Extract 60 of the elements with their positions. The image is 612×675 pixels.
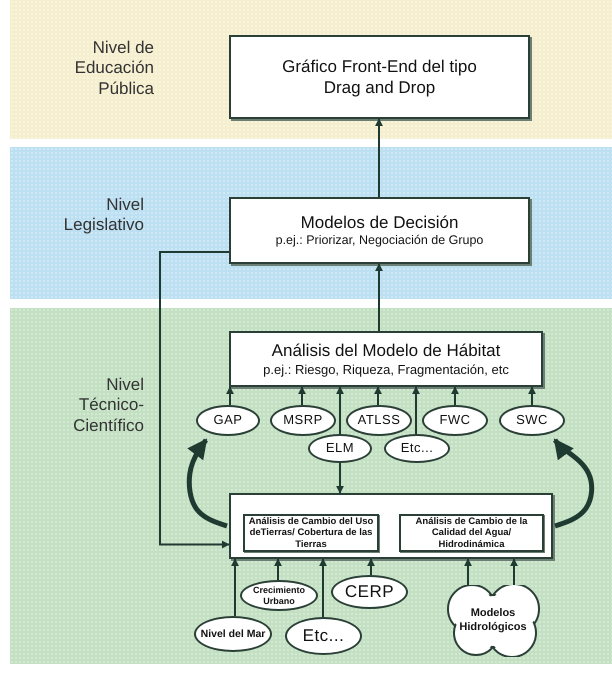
ellipse-label: FWC <box>439 413 471 428</box>
arrow <box>412 386 420 434</box>
curved-arrow <box>553 438 594 528</box>
box-subtitle: p.ej.: Riesgo, Riqueza, Fragmentación, etc <box>263 362 509 378</box>
ellipse-label: Etc... <box>400 441 434 456</box>
level-band <box>10 308 612 664</box>
ellipse-label: Crecimiento Urbano <box>252 585 306 606</box>
arrow <box>375 263 383 331</box>
arrow <box>298 386 306 405</box>
arrow <box>451 386 459 405</box>
process-box <box>399 514 544 552</box>
model-ellipse <box>422 405 488 436</box>
ellipse-label: ATLSS <box>358 413 400 428</box>
process-box <box>229 197 530 264</box>
model-ellipse <box>346 405 412 436</box>
ellipse-label: MSRP <box>283 413 323 428</box>
box-title: Análisis del Modelo de Hábitat <box>272 340 500 362</box>
ellipse-label: GAP <box>214 413 242 428</box>
arrow <box>464 558 472 585</box>
level-label: Nivel Legislativo <box>62 195 144 236</box>
curved-arrow <box>186 438 228 528</box>
arrow <box>528 386 536 405</box>
arrow <box>375 118 383 197</box>
level-label: Nivel de Educación Pública <box>74 38 154 100</box>
model-ellipse <box>331 575 408 609</box>
arrow <box>336 463 344 494</box>
arrow <box>231 558 239 616</box>
arrow <box>319 558 327 617</box>
model-ellipse <box>194 616 272 652</box>
box-title: Modelos de Decisión <box>300 212 458 234</box>
arrow <box>510 558 518 585</box>
process-box <box>229 493 553 559</box>
level-label: Nivel Técnico-Científico <box>72 375 144 436</box>
box-label: Análisis de Cambio de la Calidad del Agua/ Hidrodinámica <box>414 516 528 550</box>
arrow <box>274 558 282 580</box>
arrow <box>159 250 230 548</box>
arrow <box>336 386 344 434</box>
model-ellipse <box>384 434 450 463</box>
ellipse-label: ELM <box>326 441 354 456</box>
model-ellipse <box>499 405 565 436</box>
model-ellipse <box>308 434 372 463</box>
ellipse-label: Nivel del Mar <box>200 628 266 640</box>
arrow <box>226 386 234 406</box>
model-ellipse <box>196 405 260 436</box>
box-label: Análisis de Cambio del Uso deTierras/ Cobertura de las Tierras <box>248 516 374 550</box>
model-ellipse <box>270 405 336 436</box>
box-title: Gráfico Front-End del tipo Drag and Drop <box>281 56 478 98</box>
process-box <box>229 35 530 119</box>
cloud-label: Modelos Hidrológicos <box>458 607 528 635</box>
ellipse-label: CERP <box>344 582 394 602</box>
process-box <box>229 331 543 387</box>
level-band <box>10 147 612 299</box>
model-ellipse <box>285 617 362 655</box>
model-ellipse <box>240 580 318 611</box>
level-band <box>10 0 612 139</box>
ellipse-label: SWC <box>516 413 548 428</box>
box-subtitle: p.ej.: Priorizar, Negociación de Grupo <box>276 233 484 249</box>
arrow <box>367 558 375 576</box>
arrow <box>374 386 382 405</box>
ellipse-label: Etc... <box>302 626 344 646</box>
